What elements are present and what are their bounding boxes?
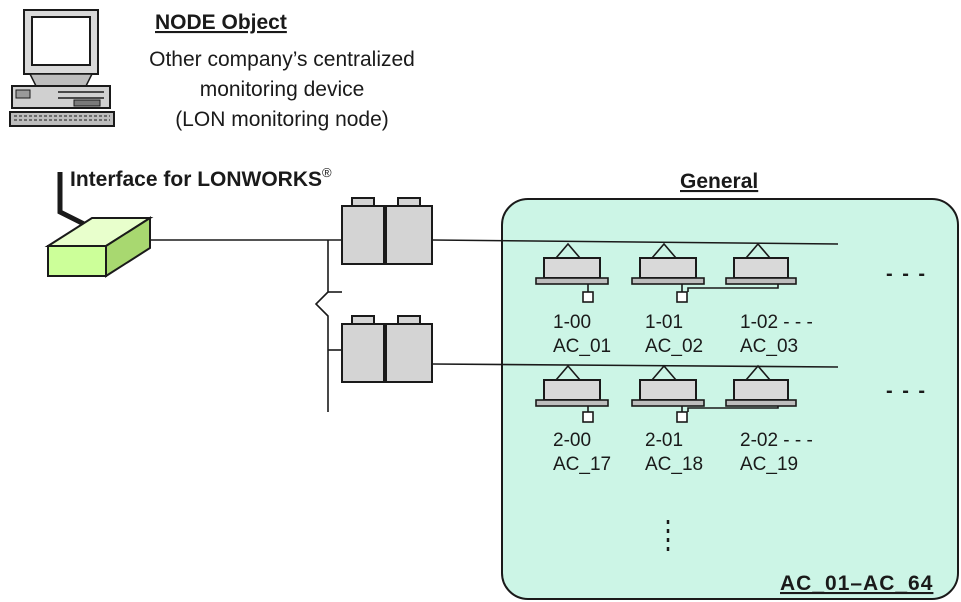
more-units-indicator: - - - [886,263,927,285]
lonworks-interface-icon [44,216,154,278]
unit-name: AC_02 [645,336,703,357]
wiring [57,172,839,412]
unit-address: 2-01 [645,430,683,451]
node-description-line-1: Other company’s centralized [149,48,415,71]
indoor-unit-icon [535,242,609,303]
indoor-units-row-2 [535,364,797,423]
unit-address: 2-02 - - - [740,430,813,451]
unit-name: AC_19 [740,454,798,475]
unit-name: AC_01 [553,336,611,357]
indoor-unit-icon [725,242,797,285]
unit-name: AC_18 [645,454,703,475]
indoor-unit-icon [535,364,609,423]
indoor-unit-icon [725,364,797,407]
outdoor-unit-1-icon [341,197,433,265]
node-description-line-2: monitoring device [200,78,365,101]
unit-address: 1-01 [645,312,683,333]
general-group-title: General [680,170,758,193]
unit-name: AC_17 [553,454,611,475]
more-units-indicator: - - - [886,380,927,402]
group-range-label: AC_01–AC_64 [780,572,933,595]
unit-address: 1-00 [553,312,591,333]
unit-address: 2-00 [553,430,591,451]
general-group-area [501,198,959,600]
indoor-unit-icon [631,242,705,303]
indoor-units-row-1 [535,242,797,303]
computer-icon [9,9,115,127]
registered-mark: ® [322,165,332,180]
unit-name: AC_03 [740,336,798,357]
interface-label: Interface for LONWORKS® [70,165,332,191]
indoor-unit-icon [631,364,705,423]
node-object-title: NODE Object [155,11,287,34]
unit-address: 1-02 - - - [740,312,813,333]
outdoor-unit-2-icon [341,315,433,383]
node-description-line-3: (LON monitoring node) [175,108,389,131]
